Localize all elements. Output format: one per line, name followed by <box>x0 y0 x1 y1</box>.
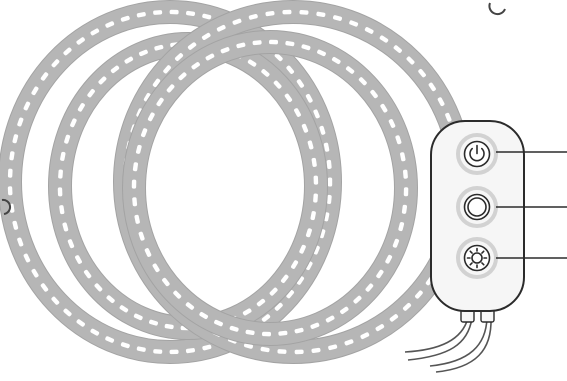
led-chip <box>313 193 318 202</box>
led-chip <box>58 187 63 196</box>
led-chip <box>403 170 408 179</box>
led-chip <box>153 10 162 15</box>
led-chip <box>132 180 137 189</box>
led-chip <box>8 186 13 195</box>
cable-wire <box>405 318 468 352</box>
led-chip <box>170 350 179 355</box>
controller-cable <box>405 308 494 372</box>
led-strip-coils <box>8 10 464 355</box>
led-chip <box>132 197 137 206</box>
led-chip <box>269 40 278 45</box>
cable-wire <box>430 318 487 366</box>
led-chip <box>262 332 271 337</box>
led-chip <box>328 178 332 187</box>
led-chip <box>58 169 63 178</box>
partial-circle-icon <box>489 3 505 14</box>
led-chip <box>314 176 319 185</box>
led-chip <box>295 350 304 355</box>
remote-controller <box>431 121 567 311</box>
led-chip <box>282 10 291 15</box>
led-chip <box>153 349 162 354</box>
led-chip <box>170 10 179 15</box>
cable-wire <box>408 318 472 360</box>
led-chip <box>299 10 308 15</box>
led-chip <box>277 349 286 354</box>
led-chip <box>327 160 332 169</box>
led-chip <box>8 169 13 178</box>
led-chip <box>404 187 409 196</box>
